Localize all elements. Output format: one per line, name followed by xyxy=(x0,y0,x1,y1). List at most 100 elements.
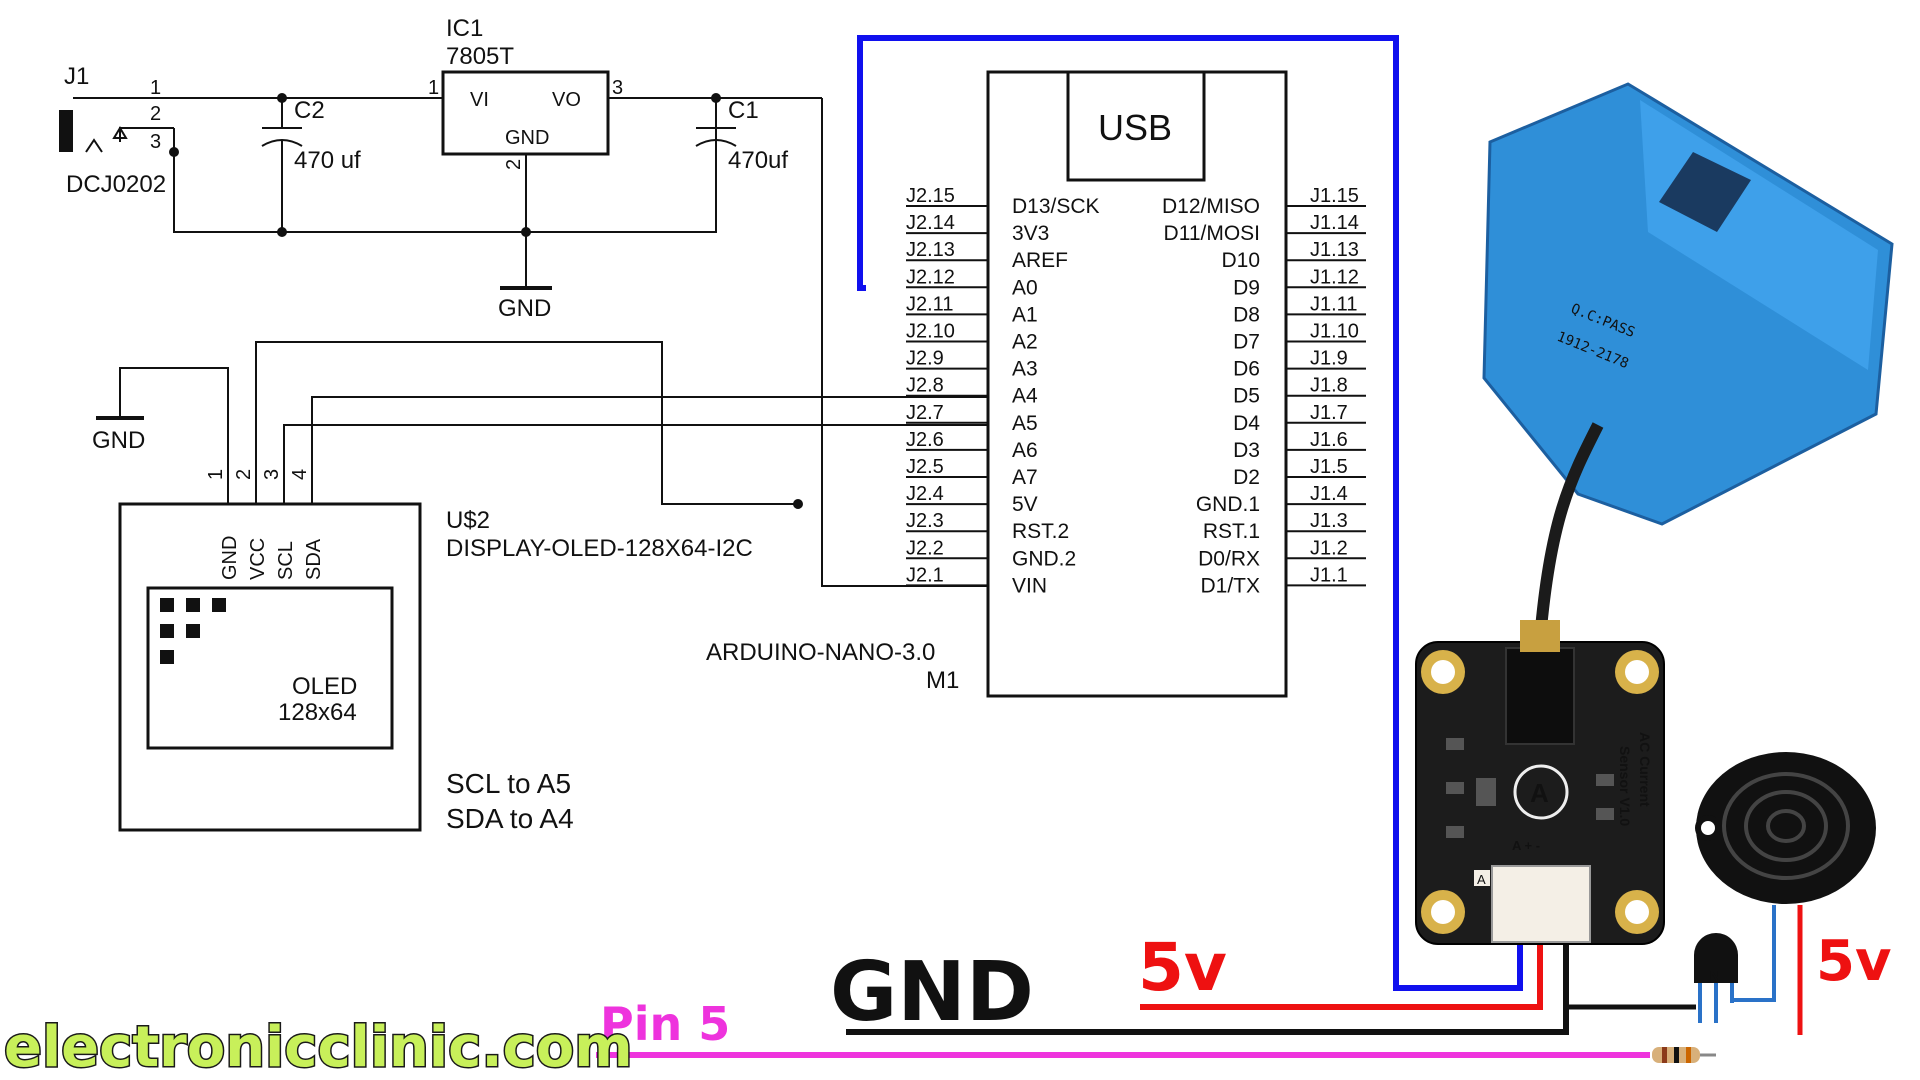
left-pin-name: A5 xyxy=(1012,412,1038,435)
five-v-label-right: 5v xyxy=(1816,929,1891,994)
left-pin-name: VIN xyxy=(1012,574,1047,597)
left-pin-name: D13/SCK xyxy=(1012,195,1100,218)
note-scl: SCL to A5 xyxy=(446,768,571,799)
right-pin-number: J1.6 xyxy=(1310,429,1348,451)
brand-watermark: electronicclinic.com xyxy=(4,1015,633,1080)
left-pin-number: J2.8 xyxy=(906,375,944,397)
left-pin-number: J2.12 xyxy=(906,266,955,288)
right-pin-number: J1.5 xyxy=(1310,456,1348,478)
oled-part: DISPLAY-OLED-128X64-I2C xyxy=(446,535,753,562)
ac-current-sensor-board: A AC Current Sensor V1.0 A + - A xyxy=(1415,620,1665,945)
right-pin-name: D8 xyxy=(1233,303,1260,326)
reg-ref: IC1 xyxy=(446,15,483,42)
left-pin-number: J2.11 xyxy=(906,293,953,315)
svg-text:A + -: A + - xyxy=(1512,838,1540,853)
npn-transistor: N xyxy=(1694,933,1738,1023)
svg-text:3: 3 xyxy=(261,469,283,480)
gnd-big-label: GND xyxy=(830,945,1034,1040)
right-pin-number: J1.4 xyxy=(1310,483,1348,505)
sensor-symbol-icon xyxy=(1513,764,1569,820)
left-pin-name: 3V3 xyxy=(1012,222,1049,245)
right-pin-number: J1.14 xyxy=(1310,212,1359,234)
colored-wiring xyxy=(596,35,1803,1058)
svg-text:AC Current: AC Current xyxy=(1637,732,1653,807)
left-pin-name: GND.2 xyxy=(1012,547,1076,570)
svg-text:GND: GND xyxy=(219,536,241,580)
left-pin-number: J2.5 xyxy=(906,456,944,478)
left-pin-number: J2.3 xyxy=(906,510,944,532)
usb-label: USB xyxy=(1098,107,1172,148)
oled-display: GND 1 2 3 4 GND VCC SCL SDA OLED 128x64 … xyxy=(92,341,988,834)
oled-pixel-icon xyxy=(160,598,226,664)
note-sda: SDA to A4 xyxy=(446,803,574,834)
right-pin-name: D12/MISO xyxy=(1162,195,1260,218)
oled-screen-label: OLED xyxy=(292,673,357,700)
jack-name: DCJ0202 xyxy=(66,171,166,198)
right-pin-name: D4 xyxy=(1233,412,1260,435)
svg-text:VO: VO xyxy=(552,89,581,111)
power-supply: J1 1 2 3 DCJ0202 C2 470 uf IC1 7805T VI … xyxy=(59,15,988,587)
buzzer xyxy=(1695,752,1876,904)
audio-jack xyxy=(1505,647,1575,745)
svg-text:SDA: SDA xyxy=(303,538,325,580)
right-pin-number: J1.15 xyxy=(1310,185,1359,207)
c2-value: 470 uf xyxy=(294,147,361,174)
left-pin-number: J2.9 xyxy=(906,348,944,370)
right-pin-number: J1.11 xyxy=(1310,293,1357,315)
svg-text:GND: GND xyxy=(505,127,549,149)
ct-clamp-body xyxy=(1482,82,1894,526)
left-pin-name: 5V xyxy=(1012,493,1038,516)
right-pin-number: J1.2 xyxy=(1310,537,1348,559)
left-pin-number: J2.14 xyxy=(906,212,955,234)
svg-text:Sensor V1.0: Sensor V1.0 xyxy=(1617,746,1633,826)
svg-text:A: A xyxy=(1477,872,1486,887)
right-pin-name: D11/MOSI xyxy=(1164,222,1260,245)
left-pin-name: A0 xyxy=(1012,276,1038,299)
right-pin-number: J1.3 xyxy=(1310,510,1348,532)
right-pin-name: D5 xyxy=(1233,385,1260,408)
left-pin-number: J2.2 xyxy=(906,537,944,559)
left-pin-number: J2.6 xyxy=(906,429,944,451)
right-pin-number: J1.8 xyxy=(1310,375,1348,397)
black-gnd-wire xyxy=(846,932,1569,1035)
left-pin-name: A6 xyxy=(1012,439,1038,462)
reg-part: 7805T xyxy=(446,43,514,70)
svg-text:2: 2 xyxy=(503,159,525,170)
oled-ref: U$2 xyxy=(446,507,490,534)
jack-pin-3: 3 xyxy=(150,131,161,153)
c2-ref: C2 xyxy=(294,97,325,124)
svg-text:2: 2 xyxy=(233,469,255,480)
left-pin-name: RST.2 xyxy=(1012,520,1069,543)
jack-ref: J1 xyxy=(64,63,89,90)
svg-text:N: N xyxy=(1709,969,1721,986)
left-pin-number: J2.4 xyxy=(906,483,944,505)
svg-text:A: A xyxy=(1530,778,1549,808)
left-pin-name: A2 xyxy=(1012,331,1038,354)
left-pin-name: A1 xyxy=(1012,303,1038,326)
arduino-ref: M1 xyxy=(926,667,959,694)
dc-jack-symbol xyxy=(59,110,73,152)
right-pin-number: J1.13 xyxy=(1310,239,1359,261)
svg-text:SCL: SCL xyxy=(275,541,297,580)
left-pin-number: J2.15 xyxy=(906,185,955,207)
right-pin-number: J1.9 xyxy=(1310,348,1348,370)
left-pin-number: J2.7 xyxy=(906,402,944,424)
c1-ref: C1 xyxy=(728,97,759,124)
right-pin-name: D10 xyxy=(1221,249,1260,272)
right-pin-header: J1.15D12/MISOJ1.14D11/MOSIJ1.13D10J1.12D… xyxy=(1162,185,1366,597)
right-pin-name: D7 xyxy=(1233,331,1260,354)
svg-text:VCC: VCC xyxy=(247,538,269,580)
jack-pin-1: 1 xyxy=(150,77,161,99)
ct-clamp-sensor: Q.C:PASS 1912-2178 xyxy=(1482,82,1894,641)
right-pin-name: D1/TX xyxy=(1200,574,1260,597)
svg-text:1: 1 xyxy=(428,77,439,99)
oled-screen xyxy=(146,586,394,750)
blue-signal-wire xyxy=(857,35,1523,991)
ct-cable xyxy=(1534,422,1604,641)
right-pin-name: D9 xyxy=(1233,276,1260,299)
resistor xyxy=(1652,1047,1716,1063)
ct-clamp-hole xyxy=(1659,152,1751,232)
